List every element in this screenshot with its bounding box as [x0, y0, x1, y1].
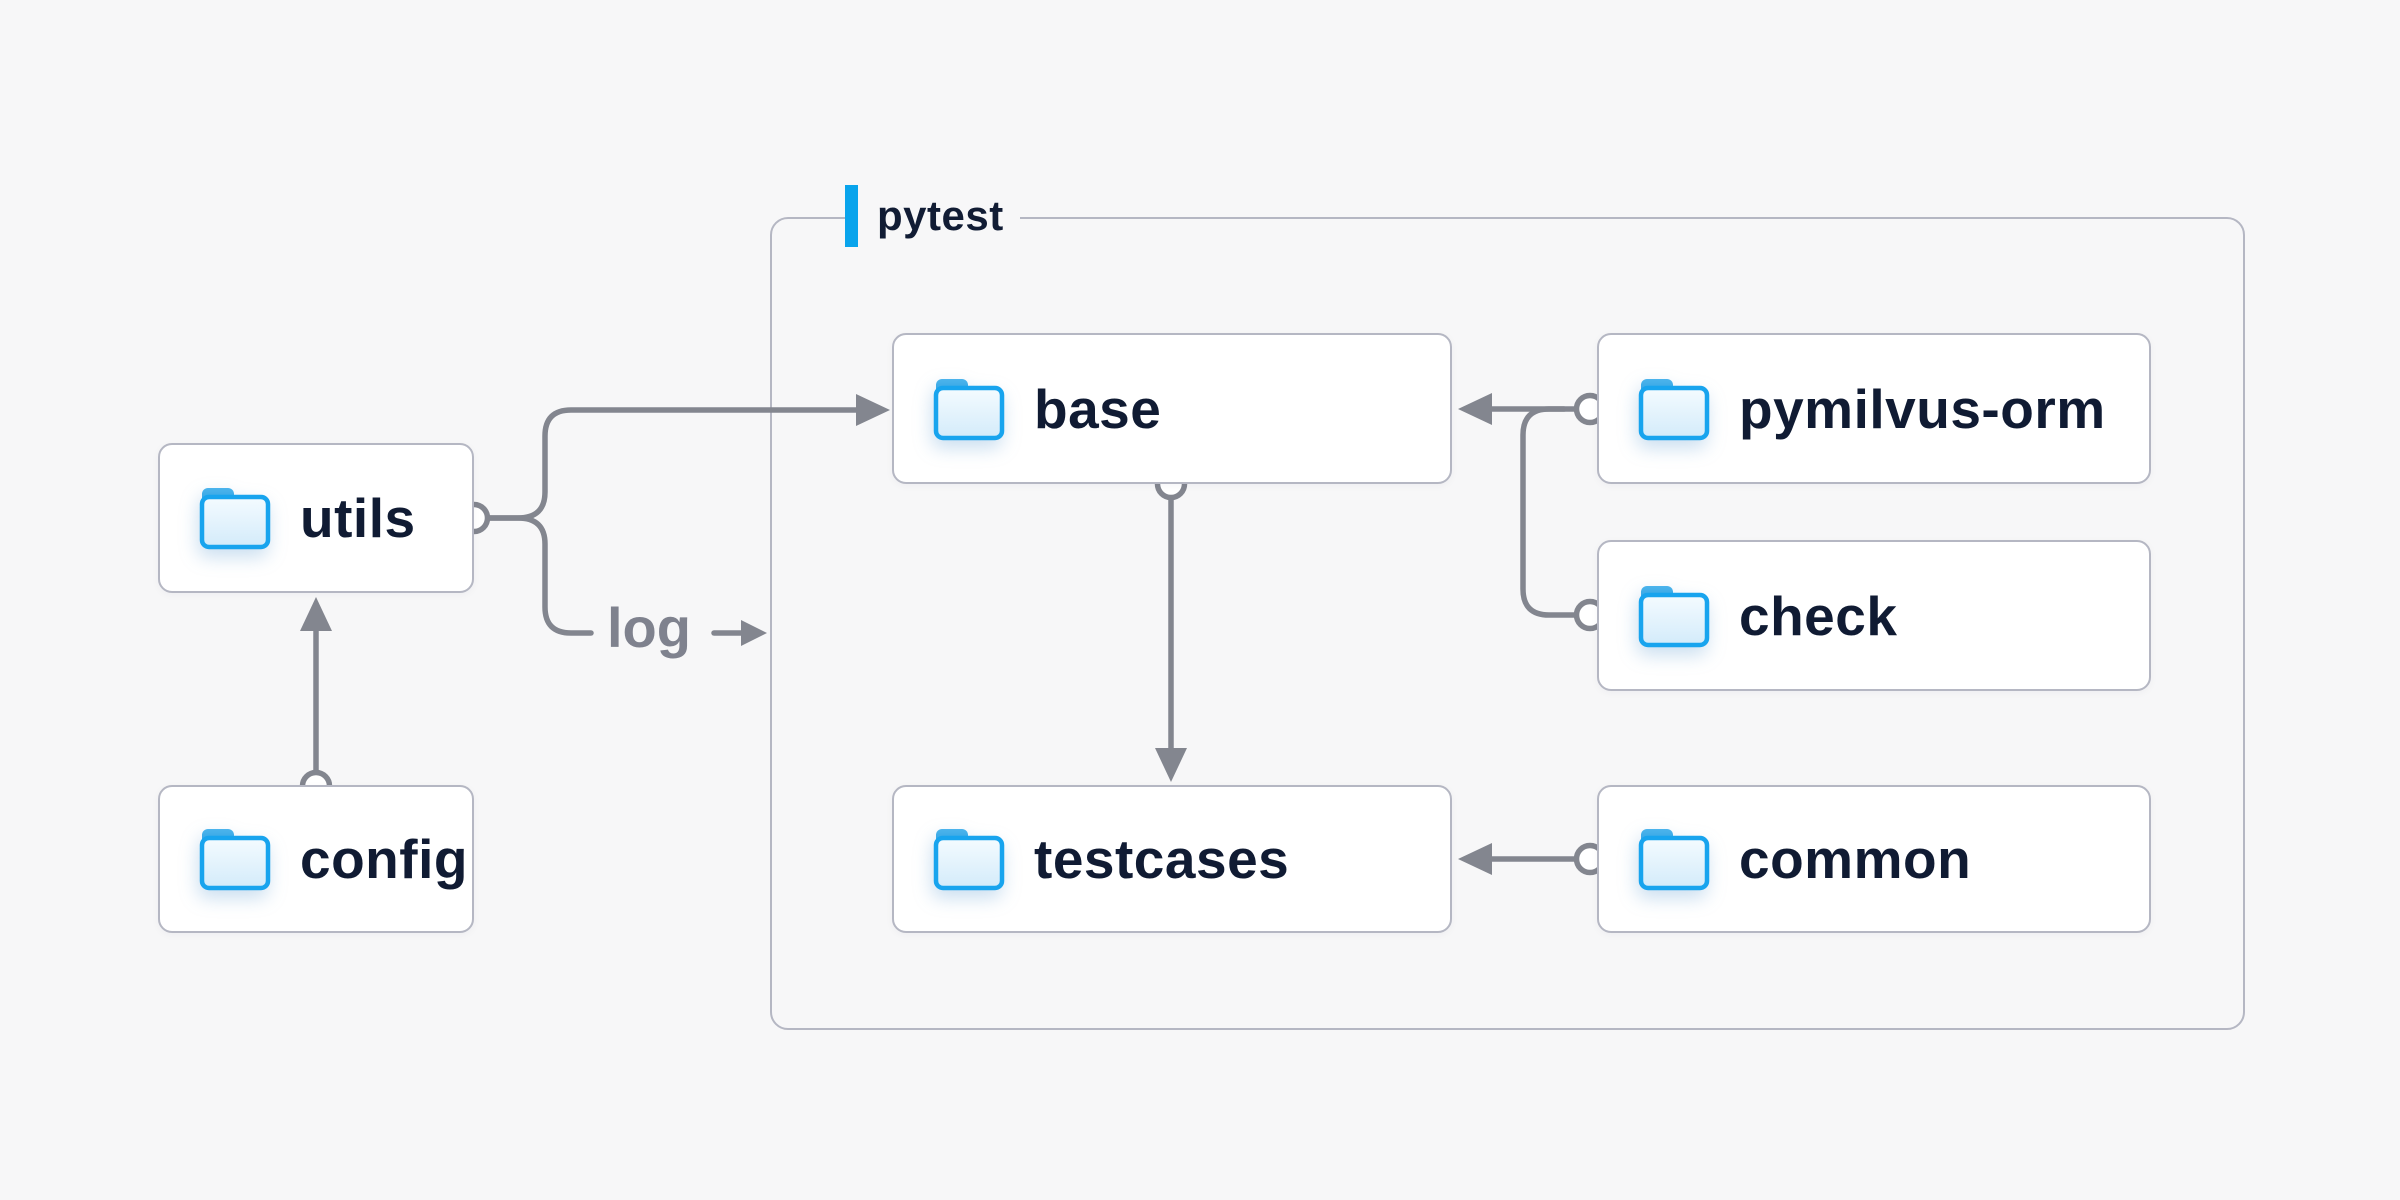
arrowhead-into-testcases-top	[1155, 748, 1187, 782]
node-base-label: base	[1034, 377, 1162, 440]
pytest-group-container	[770, 217, 2245, 1030]
arrowhead-log-into-group	[741, 620, 767, 646]
accent-bar-icon	[845, 185, 858, 247]
arrowhead-into-base-right	[1458, 393, 1492, 425]
node-check-label: check	[1739, 584, 1898, 647]
folder-icon	[931, 826, 1007, 892]
node-check: check	[1597, 540, 2151, 691]
arrowhead-into-base-left	[856, 394, 890, 426]
node-testcases: testcases	[892, 785, 1452, 933]
folder-icon	[197, 485, 273, 551]
folder-icon	[1636, 826, 1712, 892]
edge-check-to-base-line	[1520, 406, 1579, 618]
log-edge-label: log	[607, 596, 691, 659]
folder-icon	[931, 376, 1007, 442]
node-pymilvus-orm-label: pymilvus-orm	[1739, 377, 2106, 440]
edge-utils-to-log-line	[485, 515, 594, 636]
arrowhead-into-utils-bottom	[300, 597, 332, 631]
node-base: base	[892, 333, 1452, 484]
node-utils: utils	[158, 443, 474, 593]
node-testcases-label: testcases	[1034, 828, 1290, 890]
folder-icon	[1636, 376, 1712, 442]
pytest-group-title: pytest	[877, 192, 1004, 239]
node-pymilvus-orm: pymilvus-orm	[1597, 333, 2151, 484]
edge-utils-to-base-line	[485, 407, 859, 521]
arrowhead-into-testcases-right	[1458, 843, 1492, 875]
node-config: config	[158, 785, 474, 933]
folder-icon	[197, 826, 273, 892]
node-common-label: common	[1739, 828, 1972, 890]
folder-icon	[1636, 583, 1712, 649]
node-common: common	[1597, 785, 2151, 933]
pytest-group-label: pytest	[845, 184, 1020, 248]
node-utils-label: utils	[300, 487, 416, 549]
node-config-label: config	[300, 828, 468, 890]
